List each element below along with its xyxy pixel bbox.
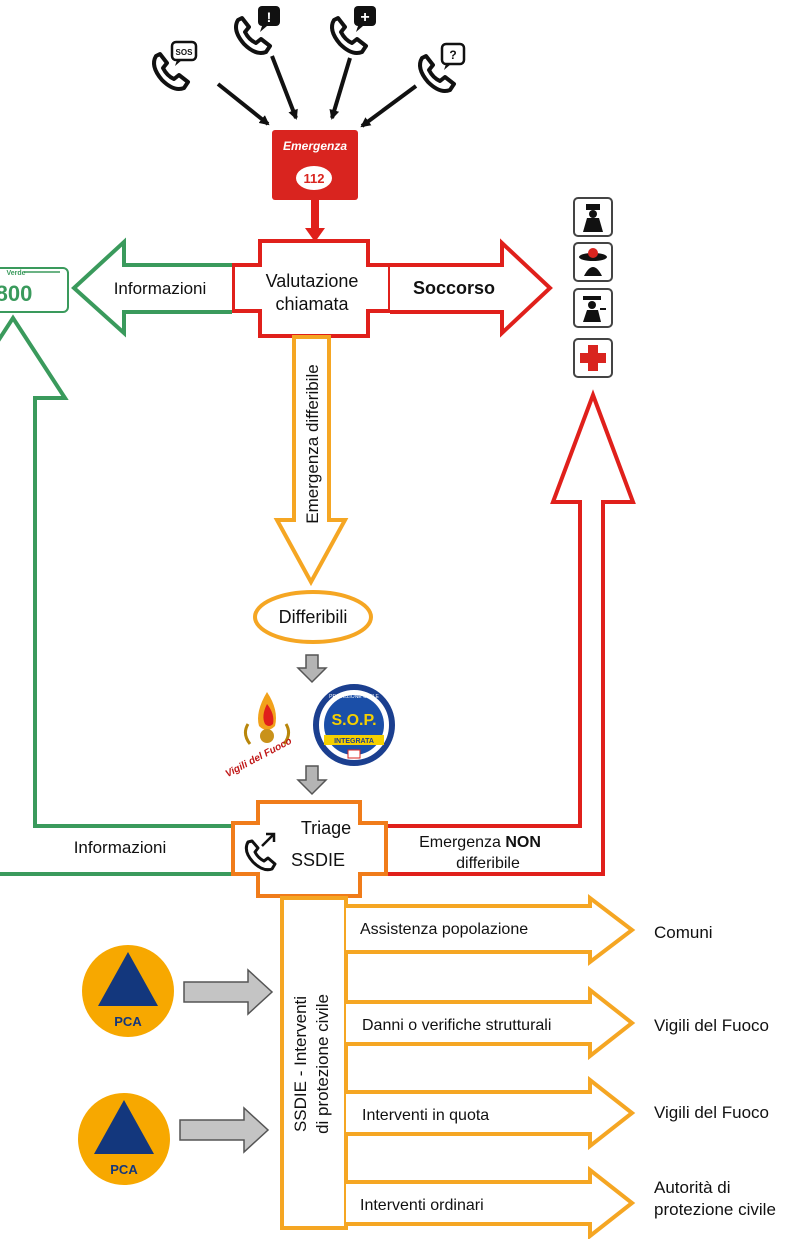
rescue-arrow xyxy=(390,238,553,338)
green-number-badge: Verde 800 xyxy=(0,267,69,313)
phone-sos-icon: SOS xyxy=(152,40,198,91)
branch-target-4a: Autorità di xyxy=(654,1178,731,1197)
ssdie-line1: SSDIE - Interventi xyxy=(291,996,310,1132)
sop-ring: PROTEZIONE CIVILE xyxy=(329,694,379,700)
ssdie-branch-3: Interventi in quota Vigili del Fuoco xyxy=(346,1075,769,1151)
police-icon xyxy=(573,197,613,237)
call-glyph-plus: + xyxy=(360,9,369,26)
sop-band: INTEGRATA xyxy=(334,738,374,745)
evaluation-line2: chiamata xyxy=(275,294,349,314)
evaluation-line1: Valutazione xyxy=(266,271,359,291)
call-glyph-alert: ! xyxy=(267,9,272,25)
forestry-icon xyxy=(573,288,613,328)
pca-label-2: PCA xyxy=(110,1162,138,1177)
ssdie-branch-2: Danni o verifiche strutturali Vigili del… xyxy=(346,985,769,1061)
pca-arrow-2 xyxy=(179,1106,270,1154)
rescue-label: Soccorso xyxy=(413,278,495,298)
ssdie-line2: di protezione civile xyxy=(313,994,332,1134)
call-arrow-2 xyxy=(270,55,298,120)
info-top-label: Informazioni xyxy=(114,279,207,298)
triage-box xyxy=(231,800,388,898)
info-return-arrow xyxy=(0,314,233,876)
green-badge-number: 800 xyxy=(0,281,32,306)
ssdie-branch-1: Assistenza popolazione Comuni xyxy=(346,893,713,967)
fire-brigade-logo: Vigili del Fuoco xyxy=(224,692,294,780)
pca-label-1: PCA xyxy=(114,1014,142,1029)
gray-down-arrow-2 xyxy=(296,765,328,796)
non-deferrable-line1: Emergenza NON xyxy=(419,834,541,851)
ssdie-column xyxy=(280,896,348,1230)
call-arrow-1 xyxy=(216,82,270,126)
fire-brigade-text: Vigili del Fuoco xyxy=(224,736,294,780)
pca-2: PCA xyxy=(78,1093,170,1185)
triage-line1: Triage xyxy=(301,818,351,838)
info-top-arrow xyxy=(71,237,232,338)
pca-1: PCA xyxy=(82,945,174,1037)
phone-question-icon: ? xyxy=(418,42,466,93)
triage-line2: SSDIE xyxy=(291,850,345,870)
non-deferrable-prefix: Emergenza xyxy=(419,834,505,851)
deferrable-label: Differibili xyxy=(279,607,348,627)
evaluation-box xyxy=(231,239,392,338)
ssdie-branch-4: Interventi ordinari Autorità di protezio… xyxy=(346,1165,776,1239)
deferrable-emergency-label: Emergenza differibile xyxy=(303,364,322,523)
branch-label-4: Interventi ordinari xyxy=(360,1197,484,1214)
call-glyph-question: ? xyxy=(449,48,456,62)
firefighter-icon xyxy=(573,242,613,282)
gray-down-arrow-1 xyxy=(296,654,328,684)
branch-target-3: Vigili del Fuoco xyxy=(654,1103,769,1122)
branch-target-1: Comuni xyxy=(654,923,713,942)
emergency-number: 112 xyxy=(304,171,325,186)
call-arrow-4 xyxy=(360,84,418,128)
phone-medical-icon: + xyxy=(330,6,376,55)
sop-logo: S.O.P. INTEGRATA PROTEZIONE CIVILE xyxy=(313,684,395,766)
branch-label-3: Interventi in quota xyxy=(362,1107,489,1124)
sop-short: S.O.P. xyxy=(331,712,376,729)
pca-arrow-1 xyxy=(183,968,274,1016)
red-down-arrow xyxy=(305,200,325,242)
services-icons xyxy=(573,197,613,378)
info-bottom-label: Informazioni xyxy=(74,838,167,857)
branch-label-1: Assistenza popolazione xyxy=(360,921,528,938)
green-badge-top: Verde xyxy=(6,270,25,277)
call-glyph-sos: SOS xyxy=(176,48,194,57)
branch-label-2: Danni o verifiche strutturali xyxy=(362,1017,551,1034)
branch-target-2: Vigili del Fuoco xyxy=(654,1016,769,1035)
emergency-word: Emergenza xyxy=(283,139,347,153)
red-cross-icon xyxy=(573,338,613,378)
non-deferrable-arrow xyxy=(386,389,636,876)
phone-alert-icon: ! xyxy=(234,6,280,55)
non-deferrable-strong: NON xyxy=(505,834,541,851)
emergency-112-logo: Emergenza 112 xyxy=(272,130,358,200)
call-arrow-3 xyxy=(329,57,352,120)
phone-outgoing-icon xyxy=(244,832,277,872)
non-deferrable-line2: differibile xyxy=(456,855,520,872)
incoming-calls: SOS ! + ? xyxy=(152,6,466,128)
deferrable-ellipse xyxy=(253,590,373,644)
branch-target-4b: protezione civile xyxy=(654,1200,776,1219)
deferrable-emergency-arrow xyxy=(273,335,349,587)
